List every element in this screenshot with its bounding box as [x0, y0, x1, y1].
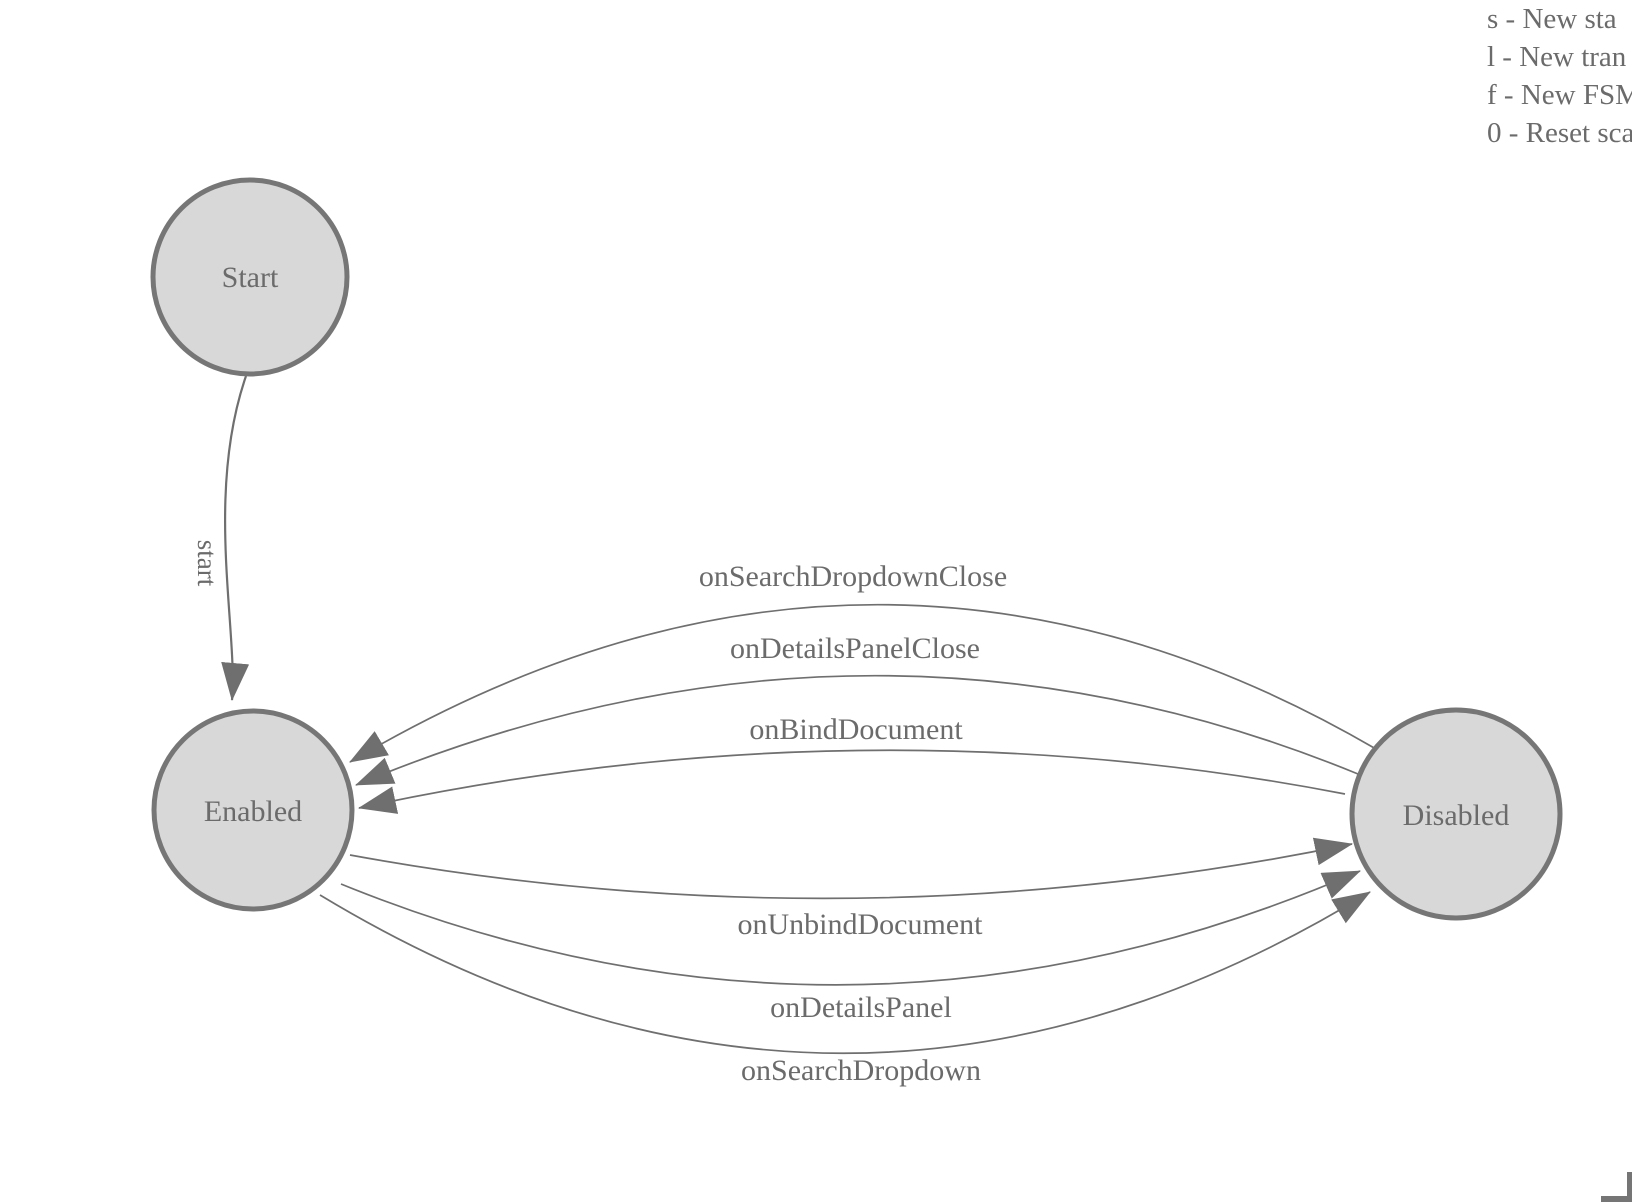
- edge-label-start: start: [192, 540, 222, 587]
- state-label-start: Start: [222, 261, 279, 294]
- legend-line-reset-scale: 0 - Reset sca: [1487, 117, 1632, 149]
- shortcut-legend: s - New sta l - New tran f - New FSM 0 -…: [1487, 0, 1632, 152]
- legend-line-new-transition: l - New tran: [1487, 41, 1627, 73]
- legend-line-new-state: s - New sta: [1487, 3, 1617, 35]
- state-node-disabled[interactable]: [1349, 707, 1563, 921]
- edge-onsearchdropdown[interactable]: [319, 891, 1371, 1055]
- state-label-enabled: Enabled: [204, 795, 302, 828]
- edge-ondetailspanelclose[interactable]: [355, 674, 1359, 786]
- edge-onunbinddocument[interactable]: [349, 837, 1353, 900]
- edge-label-onsearchdropdownclose: onSearchDropdownClose: [699, 560, 1007, 593]
- canvas-corner-mark: [1601, 1172, 1632, 1202]
- edge-label-ondetailspanel: onDetailsPanel: [770, 991, 952, 1024]
- edge-label-onunbinddocument: onUnbindDocument: [738, 908, 984, 941]
- edge-ondetailspanel[interactable]: [340, 870, 1361, 986]
- legend-line-new-fsm: f - New FSM: [1487, 79, 1632, 111]
- edge-label-onbinddocument: onBindDocument: [749, 713, 963, 746]
- edge-label-ondetailspanelclose: onDetailsPanelClose: [730, 632, 980, 665]
- edge-onbinddocument[interactable]: [358, 749, 1346, 814]
- state-node-enabled[interactable]: [151, 708, 355, 912]
- edge-label-onsearchdropdown: onSearchDropdown: [741, 1054, 981, 1087]
- state-node-start[interactable]: [150, 177, 350, 377]
- edge-start-to-enabled[interactable]: [221, 375, 250, 701]
- state-label-disabled: Disabled: [1403, 799, 1510, 832]
- edge-onsearchdropdownclose[interactable]: [349, 603, 1377, 763]
